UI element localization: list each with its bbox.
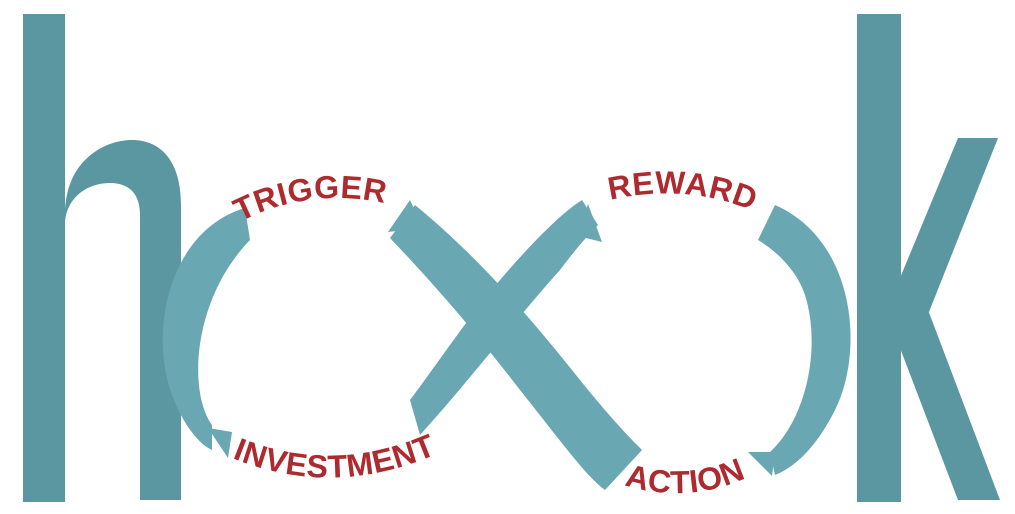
loop-segment-investment-to-reward-stroke xyxy=(410,200,598,435)
letter-k-stem xyxy=(857,14,901,502)
arrow-reward-icon xyxy=(578,204,602,242)
arrow-trigger-icon xyxy=(388,200,423,232)
loop-segment-left-arc xyxy=(162,208,250,450)
wordmark-letter-h xyxy=(23,14,181,502)
arrow-investment-icon xyxy=(208,428,232,458)
stage-label-action: ACTION xyxy=(622,451,749,501)
stage-label-investment: INVESTMENT xyxy=(230,427,440,485)
loop-segment-trigger-to-action-stroke xyxy=(390,205,642,490)
letter-h-stem xyxy=(23,14,65,502)
letter-k-upper-arm xyxy=(900,138,998,322)
infinity-loop xyxy=(162,200,851,490)
stage-label-trigger: TRIGGER xyxy=(228,169,390,228)
letter-h-arch xyxy=(65,140,181,500)
loop-segment-right-arc xyxy=(758,205,851,475)
letter-k-lower-leg xyxy=(900,302,1000,500)
stage-label-reward: REWARD xyxy=(605,164,762,217)
loop-arrowheads xyxy=(208,200,775,476)
arrow-action-icon xyxy=(748,452,775,476)
wordmark-letter-k xyxy=(857,14,1000,502)
